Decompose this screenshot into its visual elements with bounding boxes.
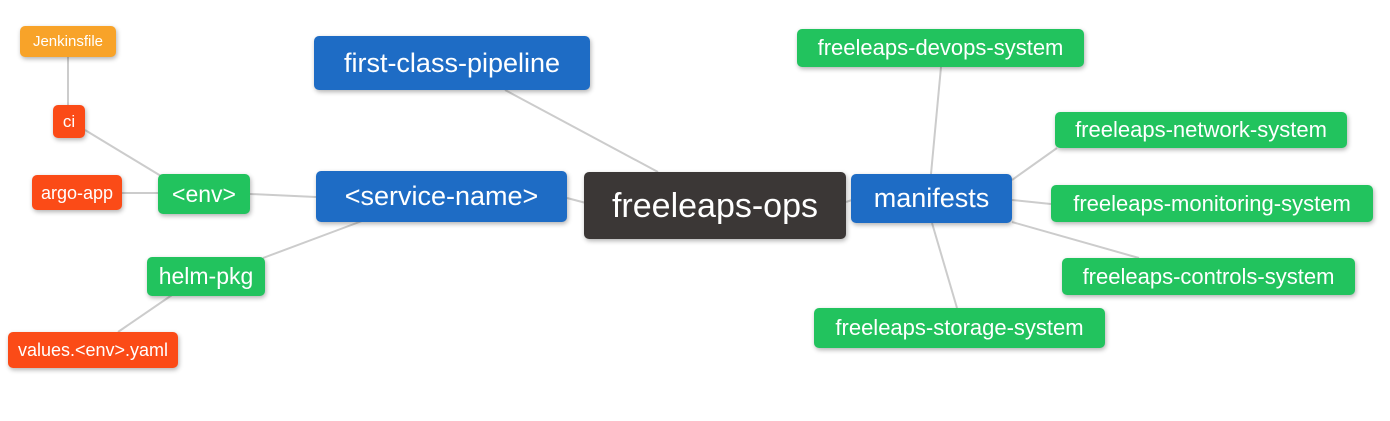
- node-freeleaps-ops[interactable]: freeleaps-ops: [584, 172, 846, 239]
- node-storage-system[interactable]: freeleaps-storage-system: [814, 308, 1105, 348]
- node-controls-system[interactable]: freeleaps-controls-system: [1062, 258, 1355, 295]
- edge-ci-env: [84, 129, 162, 177]
- node-ci-label: ci: [62, 112, 76, 131]
- node-helm-pkg[interactable]: helm-pkg: [147, 257, 265, 296]
- node-values-env-yaml-label: values.<env>.yaml: [17, 340, 169, 360]
- node-values-env-yaml[interactable]: values.<env>.yaml: [8, 332, 178, 368]
- node-helm-pkg-label: helm-pkg: [158, 263, 254, 289]
- node-freeleaps-ops-label: freeleaps-ops: [611, 186, 818, 225]
- edge-helm-pkg-service-name: [262, 220, 363, 259]
- node-service-name[interactable]: <service-name>: [316, 171, 567, 222]
- edge-manifests-monitoring: [1011, 199, 1052, 205]
- node-argo-app[interactable]: argo-app: [32, 175, 122, 210]
- node-env-label: <env>: [172, 180, 236, 207]
- node-network-system[interactable]: freeleaps-network-system: [1055, 112, 1347, 148]
- edge-manifests-storage: [931, 222, 958, 309]
- node-devops-system-label: freeleaps-devops-system: [817, 35, 1064, 60]
- node-argo-app-label: argo-app: [40, 182, 114, 203]
- node-monitoring-system-label: freeleaps-monitoring-system: [1073, 190, 1351, 216]
- node-network-system-label: freeleaps-network-system: [1075, 117, 1327, 142]
- node-monitoring-system[interactable]: freeleaps-monitoring-system: [1051, 185, 1373, 222]
- node-devops-system[interactable]: freeleaps-devops-system: [797, 29, 1084, 67]
- node-first-class-pipeline[interactable]: first-class-pipeline: [314, 36, 590, 90]
- node-manifests-label: manifests: [873, 183, 990, 213]
- edge-values-helm-pkg: [117, 294, 173, 333]
- edge-manifests-network: [1011, 147, 1058, 181]
- edge-env-service-name: [249, 193, 317, 198]
- edge-manifests-devops: [930, 66, 942, 175]
- node-storage-system-label: freeleaps-storage-system: [835, 315, 1084, 340]
- node-jenkinsfile-label: Jenkinsfile: [32, 33, 104, 50]
- node-ci[interactable]: ci: [53, 105, 85, 138]
- edge-first-class-pipeline-ops: [504, 89, 659, 173]
- node-jenkinsfile[interactable]: Jenkinsfile: [20, 26, 116, 57]
- node-env[interactable]: <env>: [158, 174, 250, 214]
- node-service-name-label: <service-name>: [344, 181, 539, 211]
- edge-service-name-ops: [566, 197, 587, 204]
- node-controls-system-label: freeleaps-controls-system: [1082, 263, 1335, 289]
- edge-manifests-controls: [1011, 221, 1140, 259]
- node-first-class-pipeline-label: first-class-pipeline: [343, 47, 561, 78]
- node-manifests[interactable]: manifests: [851, 174, 1012, 223]
